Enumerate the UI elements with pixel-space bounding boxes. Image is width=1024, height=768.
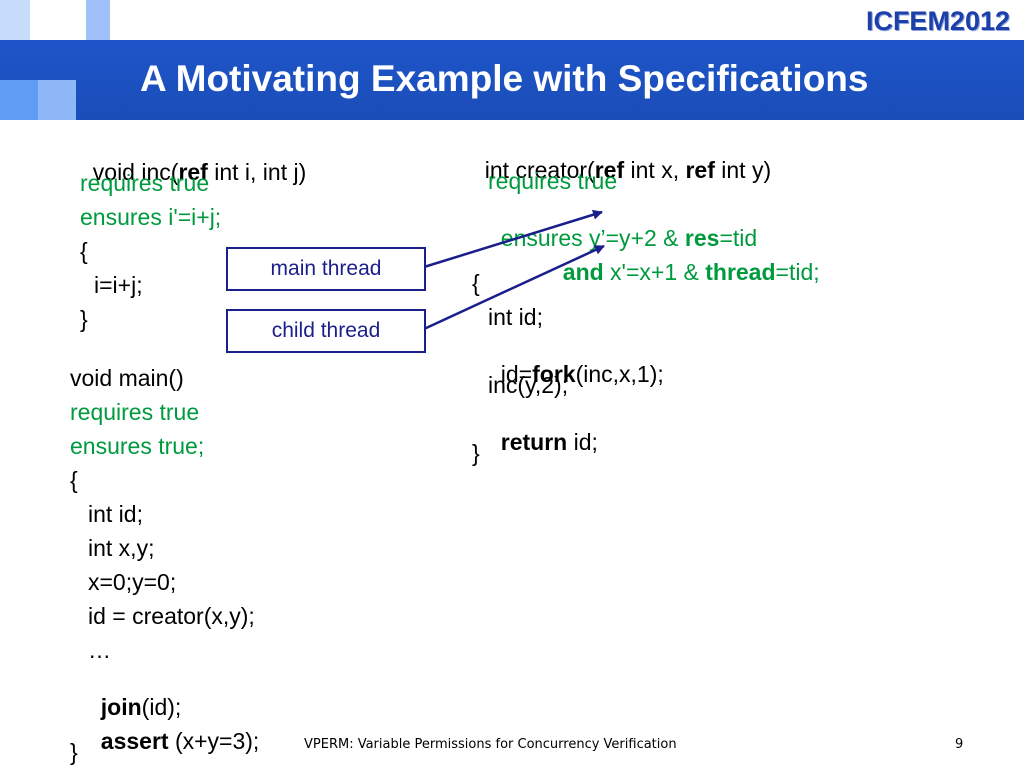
creator-requires: requires true [488,168,618,194]
decor-square [86,0,110,40]
code-text: int i, int j) [207,159,307,185]
main-open-brace: { [70,467,78,493]
keyword-res: res [684,225,720,251]
creator-signature: int creator(ref int x, ref int y) [472,136,771,182]
keyword-return: return [500,429,568,455]
slide-title: A Motivating Example with Specifications [140,58,869,99]
code-text: id; [567,429,598,455]
main-close-brace: } [70,739,78,765]
code-text: x'=x+1 & [603,259,706,285]
decor-square [0,0,30,40]
title-bar [0,40,1024,120]
main-thread-arrow [423,209,603,269]
keyword-assert: assert [100,728,169,754]
inc-close-brace: } [80,306,88,332]
main-requires: requires true [70,399,200,425]
creator-line-return: return id; [488,408,598,454]
code-text: (id); [141,694,182,720]
main-signature: void main() [70,365,184,391]
child-thread-arrow [423,244,605,331]
main-line-ellipsis: … [88,637,111,663]
creator-open-brace: { [472,270,480,296]
code-text: int y) [714,157,772,183]
code-text: =tid [719,225,758,251]
inc-ensures: ensures i'=i+j; [80,204,222,230]
keyword-and: and [562,259,604,285]
code-text: (inc,x,1); [575,361,664,387]
code-text: ensures y’=y+2 & [500,225,685,251]
code-text: =tid; [775,259,820,285]
callout-label: child thread [271,319,381,342]
footer-text: VPERM: Variable Permissions for Concurre… [304,737,677,752]
creator-ensures-and: and x'=x+1 & thread=tid; [550,238,820,284]
creator-ensures: ensures y’=y+2 & res=tid [488,204,757,250]
inc-requires: requires true [80,170,210,196]
page-number: 9 [955,737,964,752]
creator-line-id: int id; [488,304,543,330]
main-line-id: int id; [88,501,143,527]
main-line-init: x=0;y=0; [88,569,177,595]
callout-label: main thread [270,257,382,280]
inc-body: i=i+j; [94,272,143,298]
keyword-ref: ref [685,157,715,183]
main-line-join: join(id); [88,673,182,720]
decor-square [38,80,76,120]
inc-signature: void inc(ref int i, int j) [80,138,306,184]
code-text: (x+y=3); [168,728,260,754]
keyword-ref: ref [178,159,208,185]
child-thread-callout: child thread [226,309,426,353]
creator-line-inc: inc(y,2); [488,372,569,398]
creator-line-fork: id=fork(inc,x,1); [488,340,664,386]
code-text: int creator( [484,157,595,183]
keyword-join: join [100,694,142,720]
creator-close-brace: } [472,440,480,466]
main-line-call: id = creator(x,y); [88,603,255,629]
inc-open-brace: { [80,238,88,264]
main-line-assert: assert (x+y=3); [88,707,260,754]
keyword-fork: fork [532,361,576,387]
main-ensures: ensures true; [70,433,205,459]
conference-logo: ICFEM2012 [865,6,1010,36]
keyword-ref: ref [594,157,625,183]
keyword-thread: thread [705,259,776,285]
code-text: int x, [624,157,686,183]
code-text: id= [500,361,533,387]
main-line-xy: int x,y; [88,535,155,561]
main-thread-callout: main thread [226,247,426,291]
code-text: void inc( [92,159,179,185]
